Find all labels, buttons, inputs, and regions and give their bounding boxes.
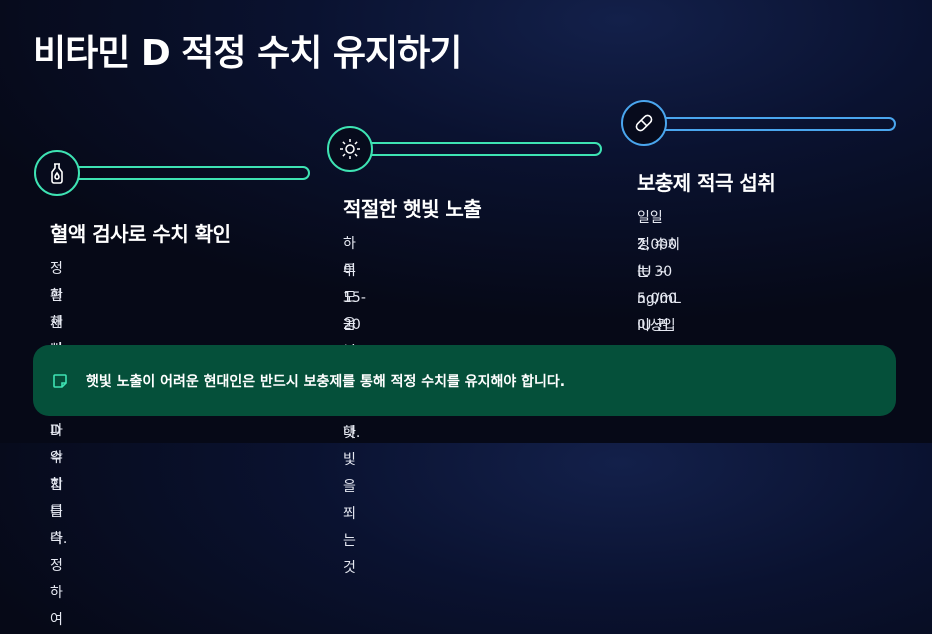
sun-icon [340,139,360,159]
capsule-icon [635,114,653,132]
blood-drop-icon [51,163,63,184]
step-progress-track [655,117,896,131]
note-icon [53,373,67,388]
step-icon-badge [621,100,667,146]
step-heading: 보충제 적극 섭취 [637,171,776,195]
step-progress-track [360,142,602,156]
tip-text: 햇빛 노출이 어려운 현대인은 반드시 보충제를 통해 적정 수치를 유지해야 … [86,373,566,390]
step-heading: 적절한 햇빛 노출 [343,197,482,221]
step-description-line: 현재 상태를 파악합니다. [50,288,68,547]
step-description-line: 정 수치는 30 ng/mL 이상입니다. [637,237,681,361]
step-progress-track [70,166,310,180]
page-title: 비타민 D 적정 수치 유지하기 [33,33,462,74]
tip-banner: 햇빛 노출이 어려운 현대인은 반드시 보충제를 통해 적정 수치를 유지해야 … [33,345,896,416]
step-icon-badge [327,126,373,172]
step-heading: 혈액 검사로 수치 확인 [50,222,231,246]
step-icon-badge [34,150,80,196]
